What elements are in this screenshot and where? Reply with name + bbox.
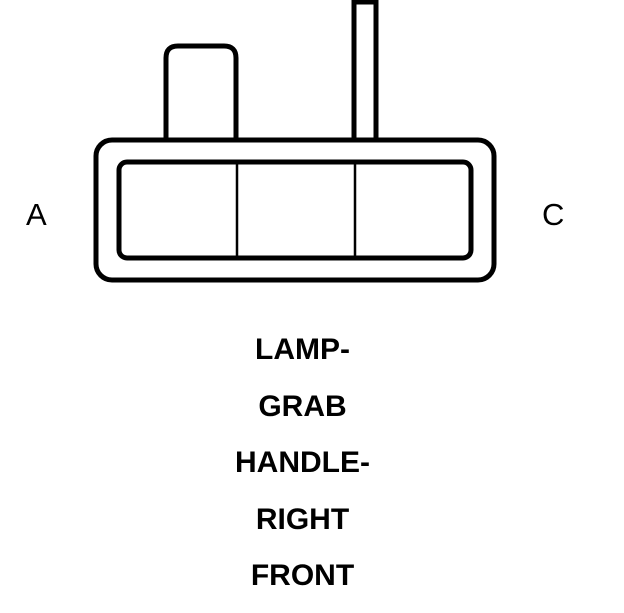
- caption-line: HANDLE-: [235, 446, 370, 479]
- caption-line: FRONT: [250, 559, 355, 592]
- pin-label-c: C: [542, 197, 565, 232]
- caption-line: LAMP-: [255, 333, 350, 366]
- connector-caption: LAMP- GRAB HANDLE- RIGHT FRONT: [0, 330, 605, 613]
- connector-cavity-frame: [116, 159, 474, 261]
- connector-lock-tab: [163, 43, 239, 140]
- connector-key-post: [351, 0, 379, 145]
- caption-line: RIGHT: [255, 502, 350, 536]
- pin-label-a: A: [26, 197, 47, 232]
- connector-diagram: [93, 0, 497, 283]
- caption-line: GRAB: [258, 389, 347, 423]
